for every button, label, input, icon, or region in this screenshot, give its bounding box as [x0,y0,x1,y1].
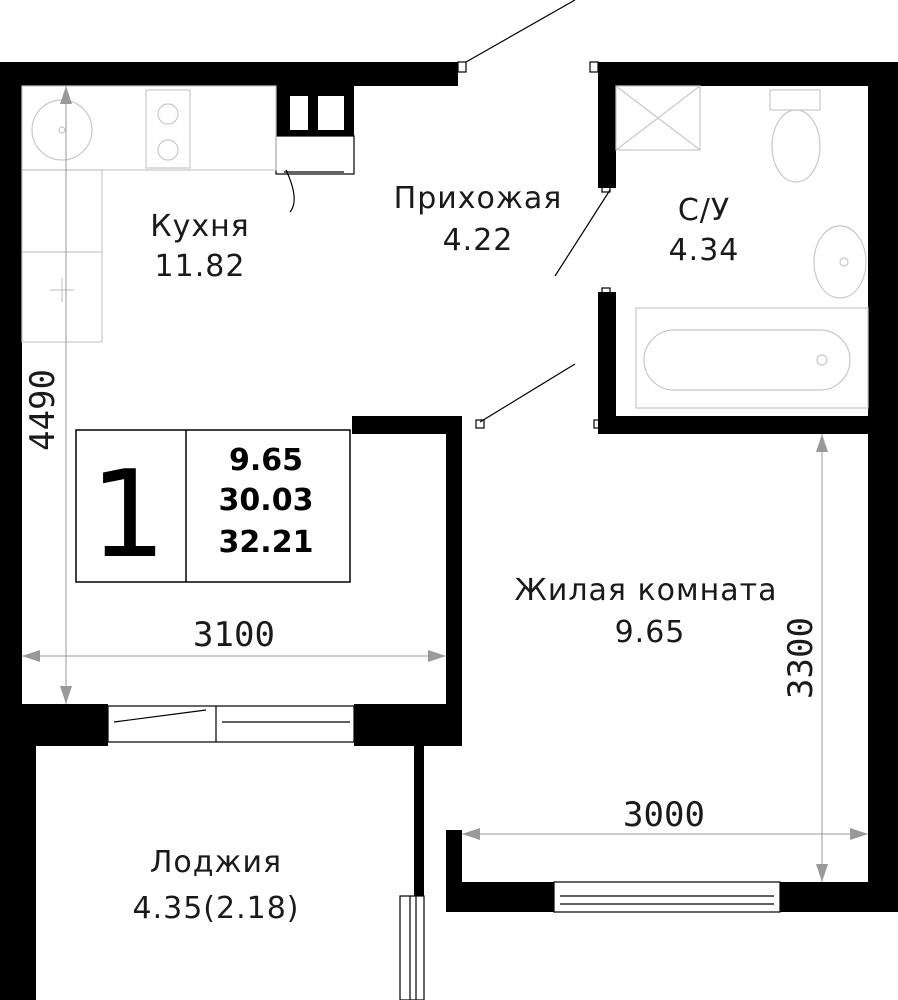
kitchen-name: Кухня [150,209,249,244]
apartment-stamp: 1 9.65 30.03 32.21 [75,429,351,585]
sink-icon [31,99,93,161]
living-width-label: 3000 [623,795,705,835]
living-name: Жилая комната [515,573,778,608]
kitchen-height-label: 4490 [23,369,63,451]
loggia-name: Лоджия [150,845,282,880]
bathroom-fixtures [615,85,869,409]
doors-windows [107,0,781,1000]
room-count: 1 [90,446,166,585]
dimension-lines [22,86,868,882]
hallway-area: 4.22 [443,223,514,258]
bathtub-icon [635,307,869,409]
hallway-name: Прихожая [394,181,563,216]
living-height-label: 3300 [781,617,821,699]
washbasin-icon [813,225,867,299]
stamp-total-area: 30.03 [219,483,314,518]
bathroom-area: 4.34 [669,233,740,268]
stove-icon [145,89,191,169]
loggia-area: 4.35(2.18) [132,891,299,926]
toilet-icon [771,109,821,183]
kitchen-furniture [21,85,277,343]
living-area: 9.65 [615,615,686,650]
kitchen-area: 11.82 [155,249,246,284]
stamp-total-with-loggia: 32.21 [219,525,314,560]
shower-icon [615,85,701,151]
bathroom-name: С/У [678,193,730,228]
kitchen-width-label: 3100 [193,615,275,655]
stamp-living-area: 9.65 [229,443,303,478]
